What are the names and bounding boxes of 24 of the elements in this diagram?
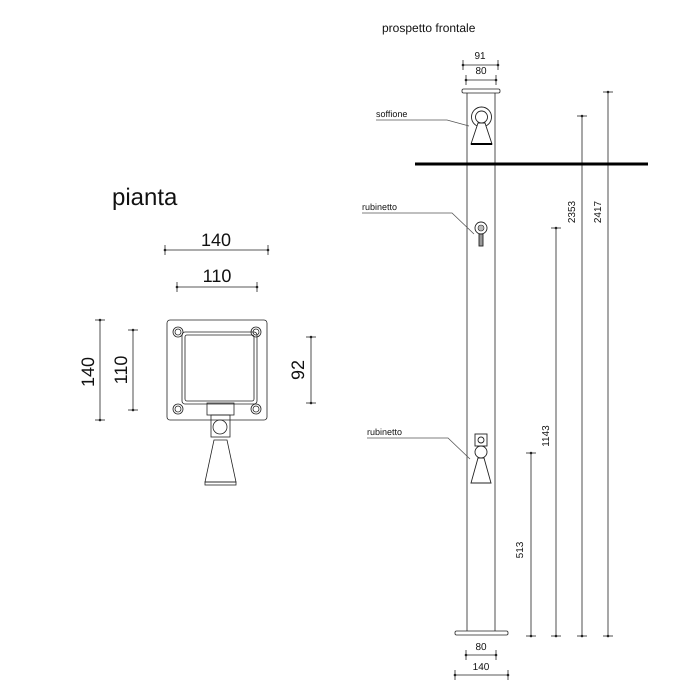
callout-label: soffione xyxy=(376,110,408,119)
dimension-value: 1143 xyxy=(542,425,552,447)
view-title: prospetto frontale xyxy=(382,22,476,34)
dimension-value: 91 xyxy=(474,52,486,62)
leader-line xyxy=(362,212,474,234)
dimension-value: 110 xyxy=(202,267,232,285)
dimension-value: 80 xyxy=(475,67,487,77)
dimension-value: 2417 xyxy=(594,200,604,224)
shower-head-drawing xyxy=(469,105,494,147)
dimension-value: 140 xyxy=(79,356,97,388)
tap-drawing xyxy=(474,221,488,247)
dimension-value: 110 xyxy=(112,356,130,384)
hand-shower-drawing xyxy=(470,433,492,485)
leader-line xyxy=(366,438,470,460)
dimension-value: 92 xyxy=(289,360,307,380)
dimension-value: 80 xyxy=(475,643,487,653)
view-title: pianta xyxy=(112,186,178,210)
dimension-value: 140 xyxy=(200,231,232,249)
dimension-value: 2353 xyxy=(568,200,578,224)
leader-line xyxy=(376,120,470,126)
dimension-value: 513 xyxy=(516,542,526,558)
callout-label: rubinetto xyxy=(362,203,398,212)
callout-label: rubinetto xyxy=(367,428,402,437)
dimension-value: 140 xyxy=(472,663,490,673)
